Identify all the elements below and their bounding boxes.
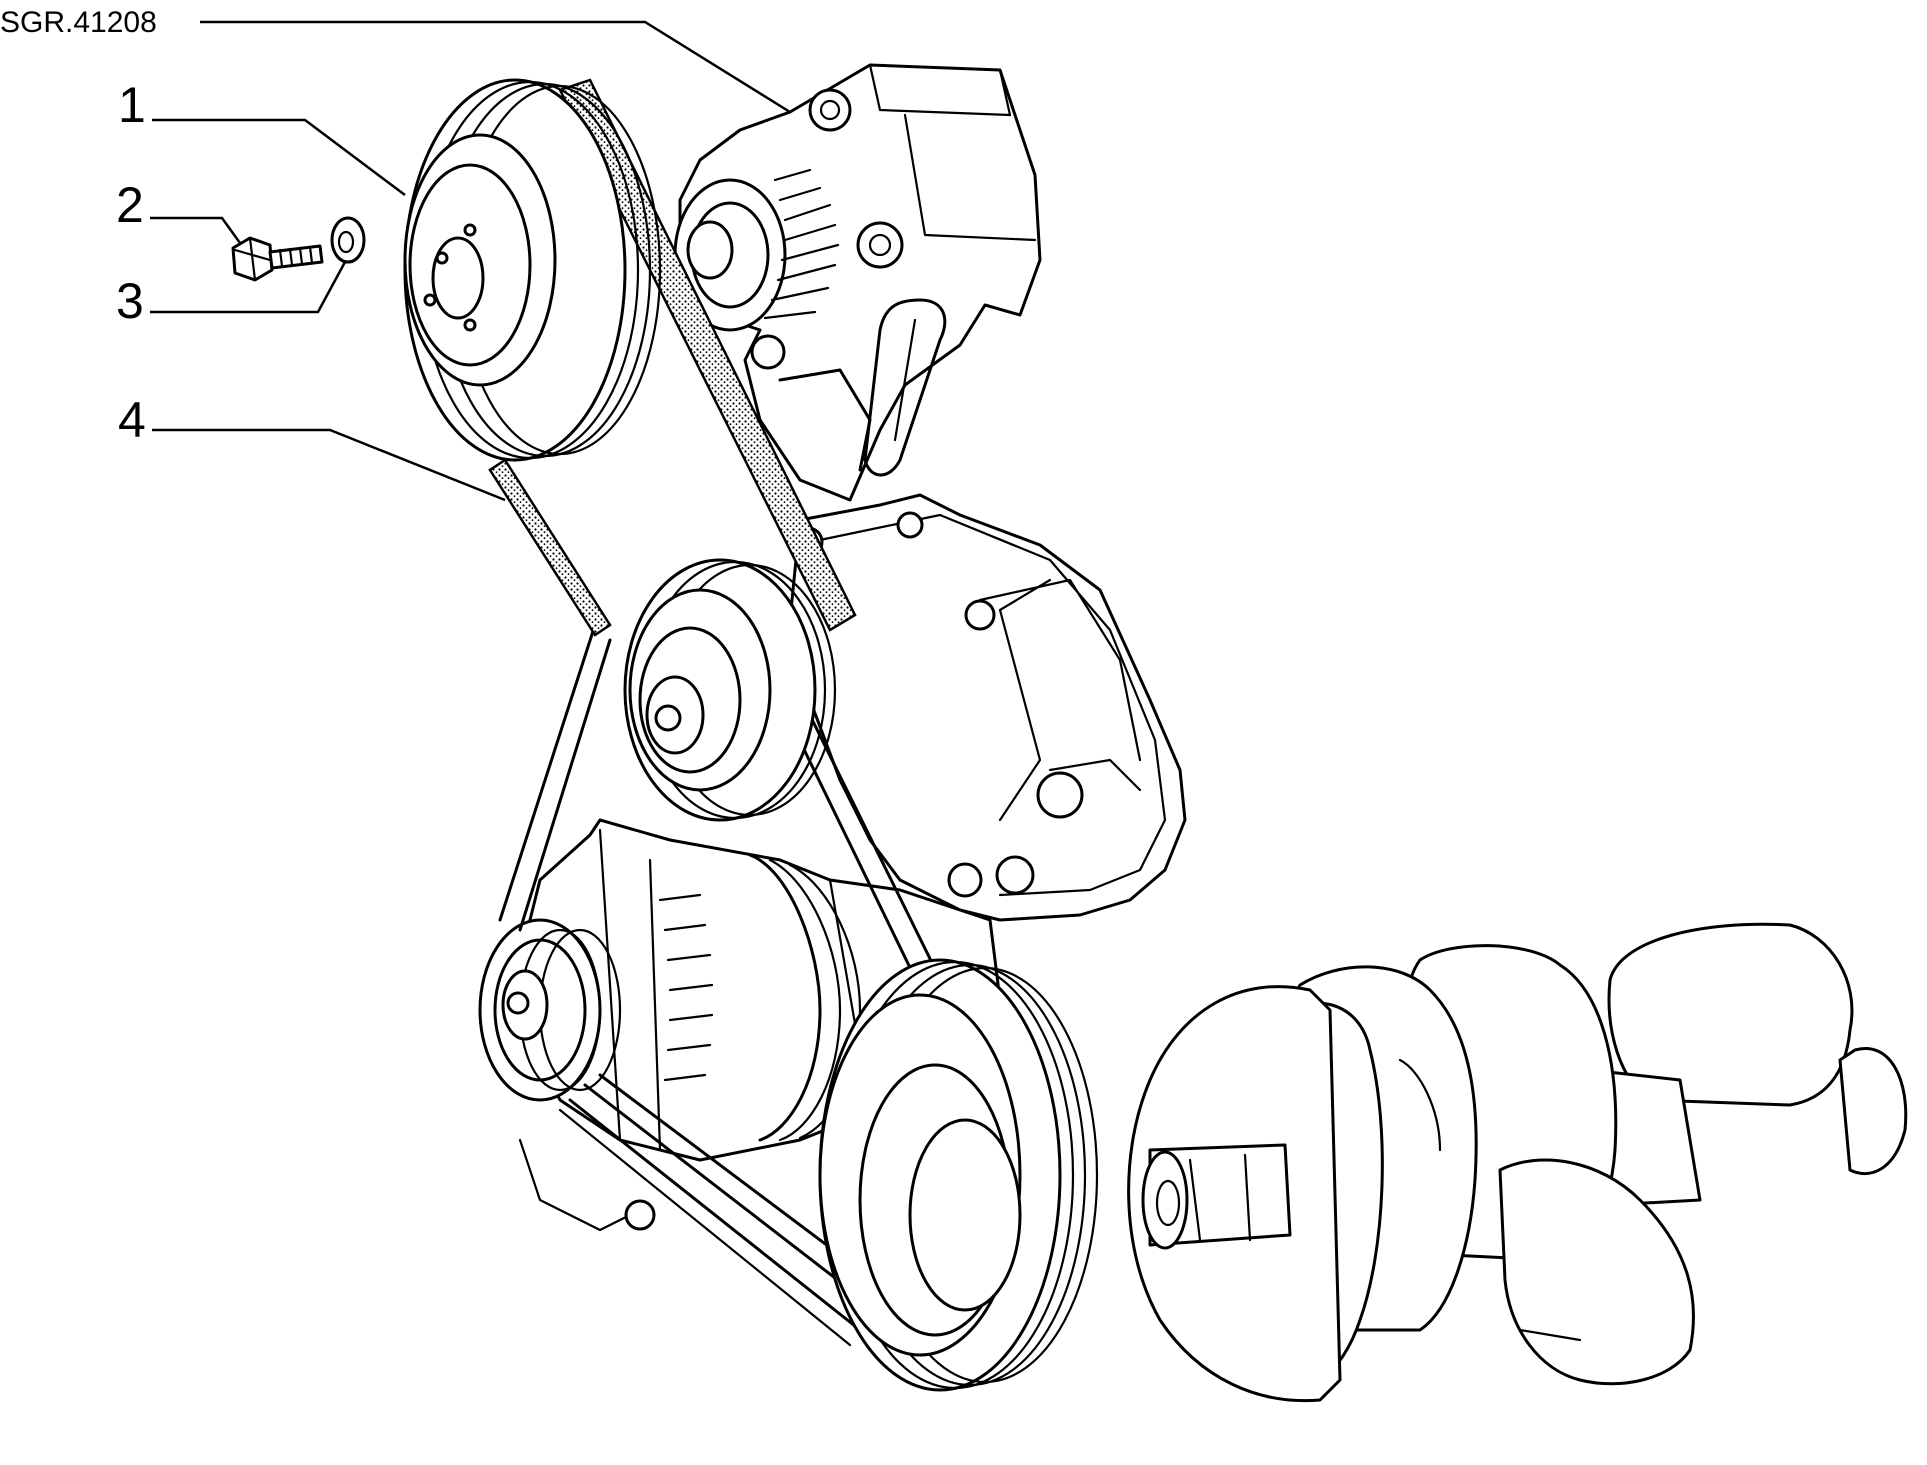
upper-pulley-icon xyxy=(403,78,662,462)
callout-4: 4 xyxy=(118,392,506,502)
water-pump-icon xyxy=(788,493,1187,922)
reference-code: SGR.41208 xyxy=(0,6,157,39)
reference-leader xyxy=(200,20,791,114)
callout-label-3: 3 xyxy=(116,273,144,329)
callout-1: 1 xyxy=(118,77,406,196)
callout-3: 3 xyxy=(116,261,347,329)
upper-belt-strand xyxy=(488,458,612,637)
callout-label-4: 4 xyxy=(118,392,146,448)
callout-label-2: 2 xyxy=(116,177,144,233)
bolt-icon xyxy=(231,236,324,282)
washer-icon xyxy=(330,216,366,264)
power-steering-pump-icon xyxy=(673,63,1042,502)
callout-label-1: 1 xyxy=(118,77,146,133)
crankshaft-icon xyxy=(1127,922,1908,1403)
idler-pulley-icon xyxy=(623,558,837,822)
callout-2: 2 xyxy=(116,177,242,244)
crankshaft-pulley-icon xyxy=(818,958,1099,1392)
